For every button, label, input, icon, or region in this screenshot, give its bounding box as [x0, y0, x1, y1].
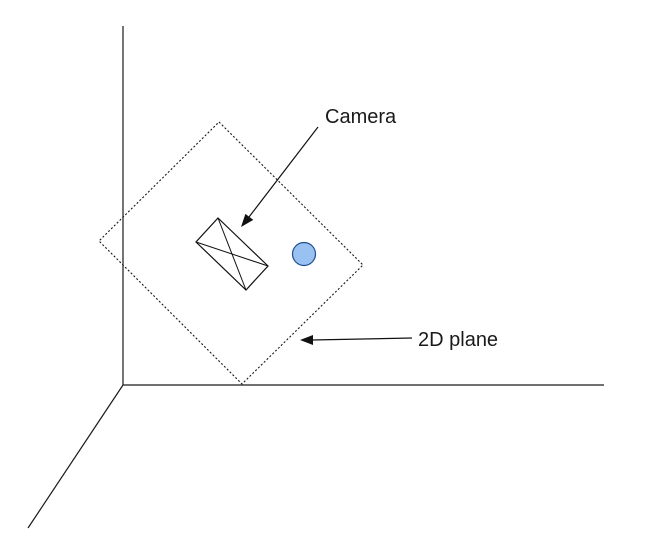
camera-pointer-arrow — [241, 126, 319, 227]
plane-label: 2D plane — [418, 329, 498, 351]
plane-arrowhead — [300, 335, 313, 345]
depth-axis — [27, 384, 124, 529]
plane-pointer-arrow — [300, 335, 413, 345]
camera-leader-line — [248, 126, 319, 218]
plane-leader-line — [311, 337, 413, 341]
camera-label: Camera — [325, 106, 397, 128]
camera-icon — [195, 217, 269, 291]
coordinate-axes — [27, 26, 604, 529]
plane-outline — [98, 121, 364, 385]
point-marker-icon — [291, 241, 317, 267]
camera-arrowhead — [241, 213, 254, 227]
camera-cross-line-2 — [195, 241, 269, 267]
